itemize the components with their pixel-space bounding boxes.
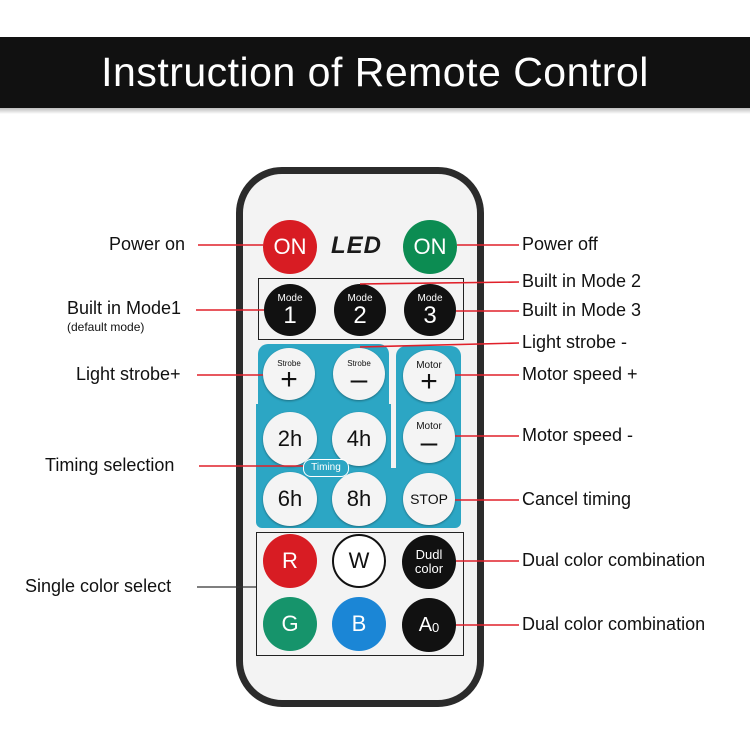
- stop-button-label: STOP: [410, 491, 448, 507]
- mode-2-button[interactable]: Mode 2: [334, 284, 386, 336]
- strobe-plus-button[interactable]: Strobe +: [263, 348, 315, 400]
- label-strobe-minus: Light strobe -: [522, 332, 628, 352]
- label-mode3: Built in Mode 3: [522, 300, 642, 320]
- timing-4h-label: 4h: [346, 426, 372, 451]
- auto-letter: A: [418, 613, 433, 636]
- label-cancel-timing: Cancel timing: [522, 489, 632, 509]
- color-w-button[interactable]: W: [332, 534, 386, 588]
- motor-minus-button[interactable]: Motor –: [403, 411, 455, 463]
- mode-2-word: Mode: [347, 292, 373, 304]
- color-g-button[interactable]: G: [263, 597, 317, 651]
- power-on-button[interactable]: ON: [263, 220, 317, 274]
- title-banner: Instruction of Remote Control: [0, 37, 750, 108]
- dual-color-line2: color: [414, 561, 444, 576]
- label-mode1-sub: (default mode): [67, 320, 145, 334]
- leader-mode2: [359, 281, 520, 285]
- mode-3-word: Mode: [417, 292, 443, 304]
- banner-shadow: [0, 108, 750, 114]
- power-on-button-label: ON: [273, 234, 307, 259]
- label-power-on: Power on: [109, 234, 186, 254]
- label-timing: Timing selection: [45, 455, 175, 475]
- motor-plus-symbol: +: [420, 364, 438, 398]
- leader-strobe-minus: [359, 342, 520, 348]
- color-b-label: B: [351, 611, 367, 636]
- timing-6h-button[interactable]: 6h: [263, 472, 317, 526]
- mode-group-box: [258, 278, 464, 340]
- timing-badge: Timing: [303, 459, 349, 477]
- dual-color-button[interactable]: Dudl color: [402, 535, 456, 589]
- label-dual2: Dual color combination: [522, 614, 706, 634]
- color-b-button[interactable]: B: [332, 597, 386, 651]
- timing-4h-button[interactable]: 4h: [332, 412, 386, 466]
- color-g-label: G: [281, 611, 299, 636]
- strobe-minus-button[interactable]: Strobe –: [333, 348, 385, 400]
- timing-2h-label: 2h: [277, 426, 303, 451]
- mode-1-word: Mode: [277, 292, 303, 304]
- label-dual1: Dual color combination: [522, 550, 706, 570]
- mode-2-number: 2: [353, 301, 367, 329]
- strobe-plus-symbol: +: [280, 362, 298, 396]
- page-title: Instruction of Remote Control: [101, 49, 649, 95]
- label-single-color: Single color select: [25, 576, 172, 596]
- timing-2h-button[interactable]: 2h: [263, 412, 317, 466]
- color-w-label: W: [348, 548, 370, 573]
- label-mode2: Built in Mode 2: [522, 271, 642, 291]
- mode-3-button[interactable]: Mode 3: [404, 284, 456, 336]
- motor-plus-word: Motor: [416, 359, 442, 371]
- mode-3-number: 3: [423, 301, 437, 329]
- timing-6h-label: 6h: [277, 486, 303, 511]
- strobe-minus-word: Strobe: [347, 358, 371, 368]
- auto-digit: 0: [432, 619, 440, 635]
- led-text: LED: [331, 232, 382, 259]
- strobe-plus-word: Strobe: [277, 358, 301, 368]
- power-off-button-label: ON: [413, 234, 447, 259]
- dual-color-line1: Dudl: [415, 547, 443, 562]
- stop-button[interactable]: STOP: [403, 473, 455, 525]
- label-strobe-plus: Light strobe+: [76, 364, 181, 384]
- color-group-box: [256, 532, 464, 656]
- motor-minus-word: Motor: [416, 420, 442, 432]
- mode-1-number: 1: [283, 301, 297, 329]
- label-mode1: Built in Mode1: [67, 298, 182, 318]
- motor-minus-symbol: –: [420, 425, 438, 459]
- color-r-label: R: [282, 548, 298, 573]
- timing-8h-label: 8h: [346, 486, 372, 511]
- label-motor-minus: Motor speed -: [522, 425, 634, 445]
- label-motor-plus: Motor speed +: [522, 364, 638, 384]
- power-off-button[interactable]: ON: [403, 220, 457, 274]
- motor-plus-button[interactable]: Motor +: [403, 350, 455, 402]
- timing-8h-button[interactable]: 8h: [332, 472, 386, 526]
- strobe-minus-symbol: –: [350, 362, 368, 396]
- color-r-button[interactable]: R: [263, 534, 317, 588]
- label-power-off: Power off: [522, 234, 598, 254]
- mode-1-button[interactable]: Mode 1: [264, 284, 316, 336]
